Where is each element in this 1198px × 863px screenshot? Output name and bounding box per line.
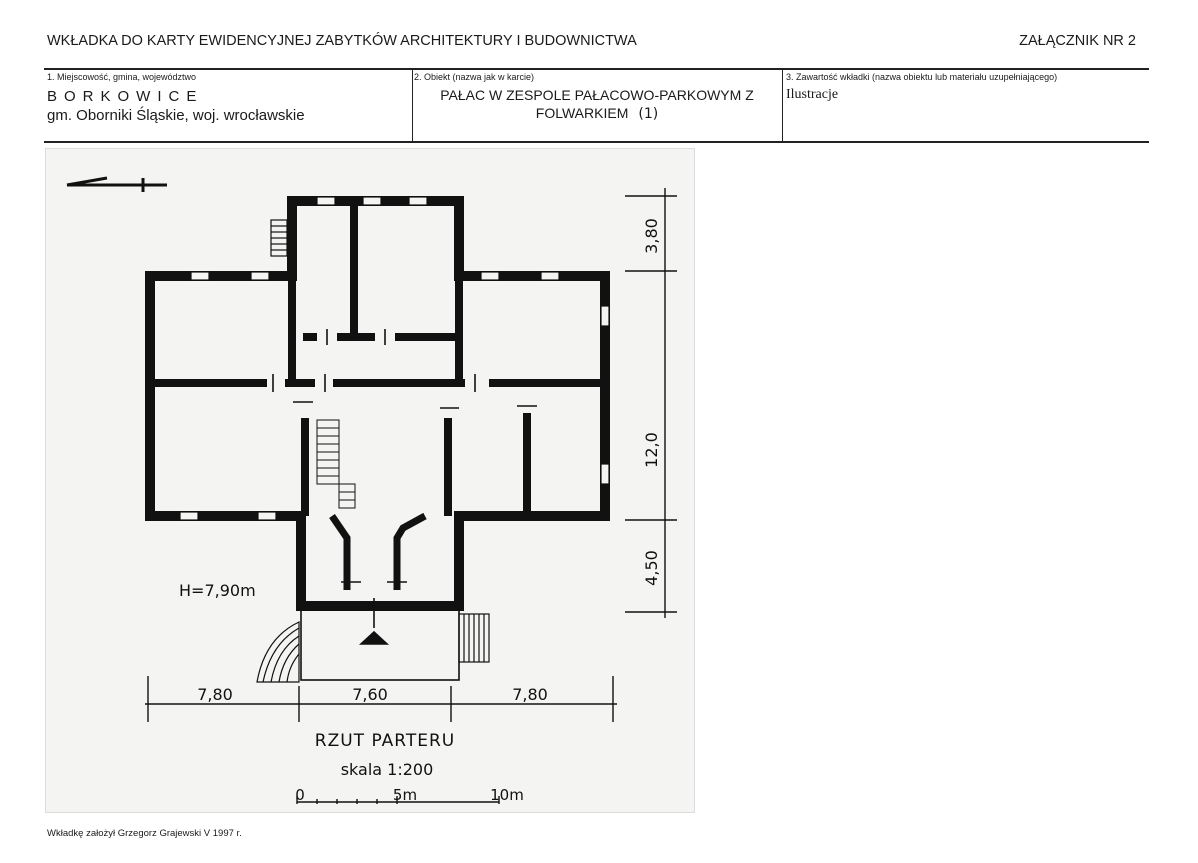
- scalebar-5m: 5m: [393, 786, 417, 804]
- footer-note: Wkładkę założył Grzegorz Grajewski V 199…: [47, 828, 242, 839]
- exterior-walls: [145, 196, 610, 611]
- north-arrow-icon: [66, 176, 167, 192]
- dim-vertical-3: 4,50: [642, 550, 661, 586]
- field-object: 2. Obiekt (nazwa jak w karcie) PAŁAC W Z…: [414, 70, 780, 141]
- plan-title: RZUT PARTERU: [315, 731, 455, 751]
- horizontal-dimensions: [145, 676, 617, 722]
- dim-vertical-1: 3,80: [642, 218, 661, 254]
- object-name-line1: PAŁAC W ZESPOLE PAŁACOWO-PARKOWYM Z: [440, 87, 754, 103]
- document-title: WKŁADKA DO KARTY EWIDENCYJNEJ ZABYTKÓW A…: [47, 33, 637, 49]
- door-marks: [272, 329, 537, 583]
- header-rule-top: [44, 68, 1149, 70]
- floor-plan-drawing: 3,80 12,0 4,50 7,80 7,60 7,80 H=7,90m RZ…: [66, 176, 677, 804]
- handwritten-number: (1): [638, 106, 659, 122]
- dim-vertical-2: 12,0: [642, 432, 661, 468]
- side-stair-top: [270, 219, 288, 257]
- field-location: 1. Miejscowość, gmina, województwo BORKO…: [47, 70, 409, 141]
- place-name: BORKOWICE: [47, 88, 204, 105]
- scalebar-10m: 10m: [490, 786, 524, 804]
- field-contents-label: 3. Zawartość wkładki (nazwa obiektu lub …: [786, 72, 1058, 82]
- entrance-symbol-icon: [358, 598, 390, 645]
- field-contents: 3. Zawartość wkładki (nazwa obiektu lub …: [786, 70, 1146, 141]
- dim-horizontal-1: 7,80: [197, 685, 233, 704]
- annex-label: ZAŁĄCZNIK NR 2: [1019, 33, 1136, 49]
- vertical-dimensions: [625, 188, 677, 618]
- header-rule-bottom: [44, 141, 1149, 143]
- height-note: H=7,90m: [179, 581, 256, 600]
- municipality-text: gm. Oborniki Śląskie, woj. wrocławskie: [47, 107, 305, 124]
- windows: [179, 196, 610, 521]
- plan-scale: skala 1:200: [341, 760, 434, 779]
- dim-horizontal-3: 7,80: [512, 685, 548, 704]
- hall-walls: [301, 512, 459, 610]
- field-divider-1: [412, 70, 413, 141]
- main-staircase: [316, 419, 356, 509]
- object-name: PAŁAC W ZESPOLE PAŁACOWO-PARKOWYM Z FOLW…: [414, 86, 780, 123]
- contents-value: Ilustracje: [786, 87, 839, 102]
- field-divider-2: [782, 70, 783, 141]
- porch-steps: [256, 613, 490, 683]
- scalebar-0: 0: [295, 786, 305, 804]
- entrance-porch: [300, 609, 460, 681]
- field-location-label: 1. Miejscowość, gmina, województwo: [47, 72, 197, 82]
- interior-walls: [150, 201, 605, 516]
- scale-bar: [296, 796, 500, 804]
- field-object-label: 2. Obiekt (nazwa jak w karcie): [414, 72, 535, 82]
- dim-horizontal-2: 7,60: [352, 685, 388, 704]
- object-name-line2: FOLWARKIEM: [535, 105, 629, 121]
- floor-plan-photo: 3,80 12,0 4,50 7,80 7,60 7,80 H=7,90m RZ…: [45, 148, 695, 813]
